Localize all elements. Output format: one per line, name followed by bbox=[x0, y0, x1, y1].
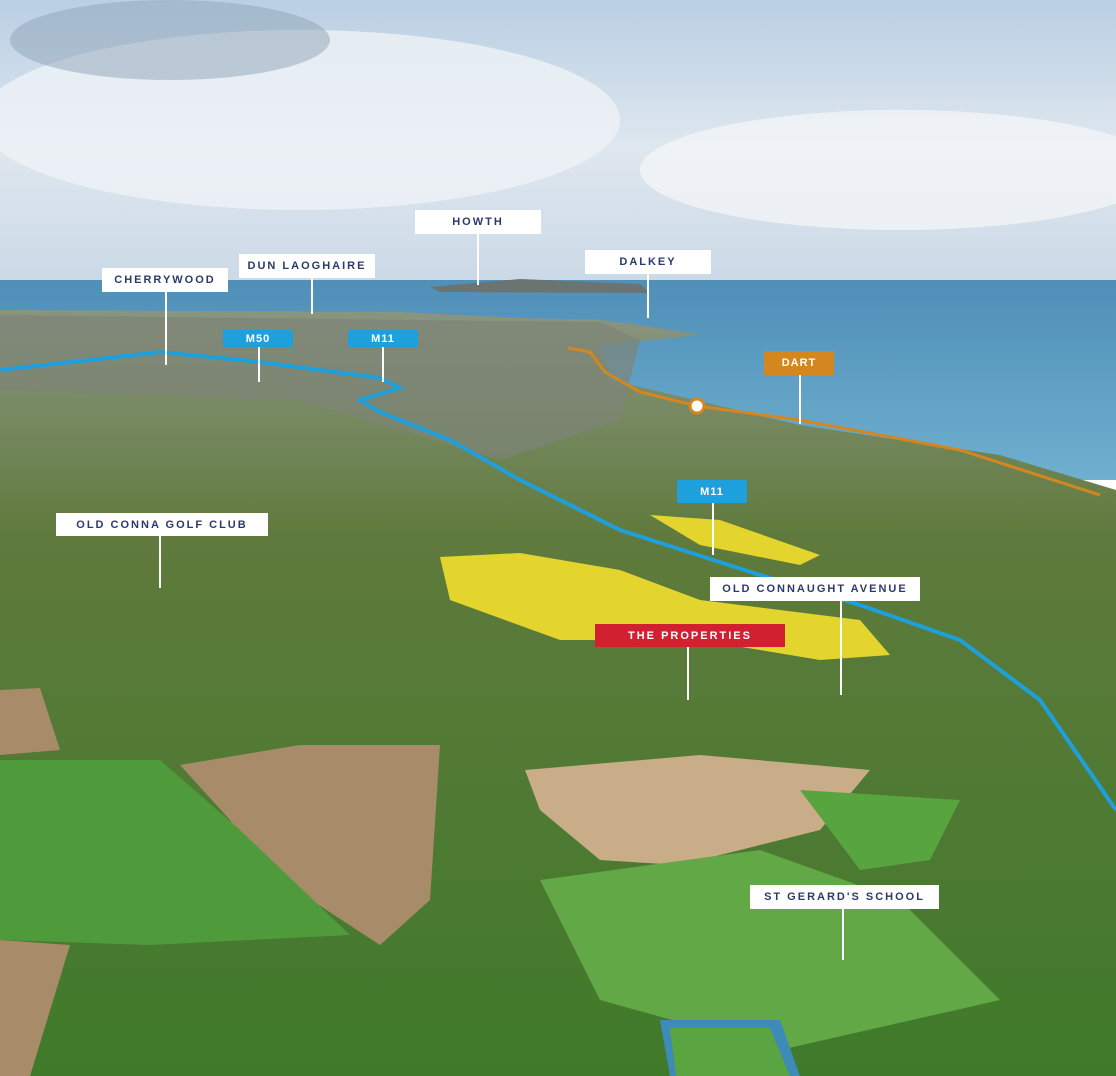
dart-rail-route bbox=[567, 346, 1101, 497]
label-dart: DART bbox=[764, 351, 834, 375]
label-the-properties: THE PROPERTIES bbox=[595, 624, 785, 647]
label-cherrywood: CHERRYWOOD bbox=[102, 268, 228, 292]
ploughed-field bbox=[180, 745, 440, 945]
cherrywood-leader bbox=[165, 292, 167, 365]
label-m11-south: M11 bbox=[677, 480, 747, 503]
label-m11-north: M11 bbox=[348, 330, 418, 347]
m11-motorway-route bbox=[0, 349, 1116, 812]
howth-leader bbox=[477, 234, 479, 285]
old-connaught-leader bbox=[840, 601, 842, 695]
m50-leader bbox=[258, 347, 260, 382]
dart-station-marker bbox=[688, 397, 706, 415]
label-howth: HOWTH bbox=[415, 210, 541, 234]
label-old-connaught-avenue: OLD CONNAUGHT AVENUE bbox=[710, 577, 920, 601]
properties-leader bbox=[687, 647, 689, 700]
label-m50: M50 bbox=[223, 330, 293, 347]
dalkey-leader bbox=[647, 274, 649, 318]
st-gerards-leader bbox=[842, 909, 844, 960]
label-dalkey: DALKEY bbox=[585, 250, 711, 274]
dart-leader bbox=[799, 375, 801, 424]
m11-south-leader bbox=[712, 503, 714, 555]
label-st-gerards-school: ST GERARD'S SCHOOL bbox=[750, 885, 939, 909]
m11-north-leader bbox=[382, 347, 384, 382]
dun-laoghaire-leader bbox=[311, 278, 313, 314]
old-conna-leader bbox=[159, 536, 161, 588]
label-dun-laoghaire: DUN LAOGHAIRE bbox=[239, 254, 375, 278]
label-old-conna-golf-club: OLD CONNA GOLF CLUB bbox=[56, 513, 268, 536]
